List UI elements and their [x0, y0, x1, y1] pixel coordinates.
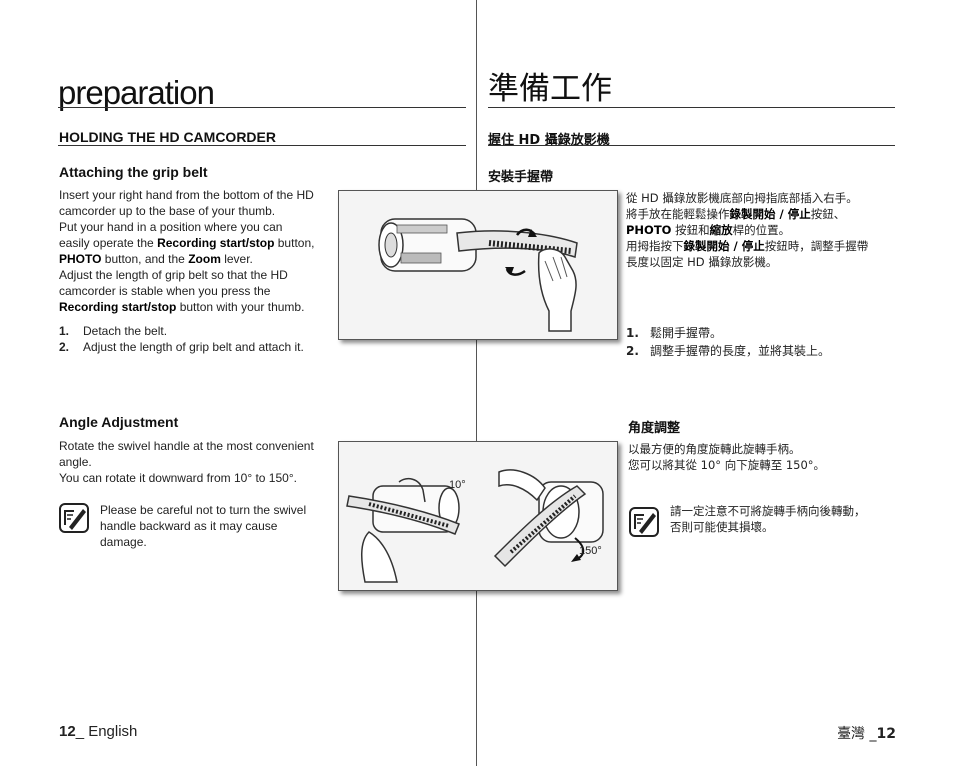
step-item: 1.鬆開手握帶。: [626, 326, 723, 340]
note-line: 否則可能使其損壞。: [670, 520, 774, 534]
grip-belt-illustration: [338, 190, 618, 340]
angle-heading-right: 角度調整: [628, 421, 681, 436]
angle-instructions-left: Rotate the swivel handle at the most con…: [59, 438, 334, 486]
grip-line: easily operate the Recording start/stop …: [59, 236, 315, 250]
angle-heading-left: Angle Adjustment: [59, 414, 179, 430]
page-number: 12: [876, 726, 896, 742]
grip-line: 將手放在能輕鬆操作錄製開始 / 停止按鈕、: [626, 207, 846, 221]
grip-line: Recording start/stop button with your th…: [59, 300, 305, 314]
step-item: 2.Adjust the length of grip belt and att…: [59, 340, 304, 354]
grip-heading-left: Attaching the grip belt: [59, 164, 208, 180]
angle-label-10: 10°: [449, 479, 466, 491]
page-title-left: preparation: [58, 74, 215, 111]
title-rule-left: [58, 107, 466, 108]
grip-line: PHOTO 按鈕和縮放桿的位置。: [626, 223, 791, 237]
grip-line: Put your hand in a position where you ca…: [59, 220, 283, 234]
grip-line: 長度以固定 HD 攝錄放影機。: [626, 255, 778, 269]
grip-belt-drawing: [378, 218, 578, 332]
note-line: 請一定注意不可將旋轉手柄向後轉動，: [670, 504, 866, 518]
angle-adjustment-illustration: 10° 150°: [338, 441, 618, 591]
page-number: 12: [59, 723, 76, 740]
step-item: 1.Detach the belt.: [59, 324, 168, 338]
note-icon: [59, 503, 89, 533]
grip-line: Adjust the length of grip belt so that t…: [59, 268, 288, 282]
grip-line: camcorder up to the base of your thumb.: [59, 204, 276, 218]
caution-note-right: 請一定注意不可將旋轉手柄向後轉動， 否則可能使其損壞。: [670, 503, 895, 535]
note-line: handle backward as it may cause: [100, 519, 278, 533]
grip-line: 用拇指按下錄製開始 / 停止按鈕時，調整手握帶: [626, 239, 869, 253]
grip-line: Insert your right hand from the bottom o…: [59, 188, 314, 202]
section-rule-right: [488, 145, 895, 146]
angle-instructions-right: 以最方便的角度旋轉此旋轉手柄。 您可以將其從 10° 向下旋轉至 150°。: [628, 441, 893, 473]
section-heading-left: HOLDING THE HD CAMCORDER: [59, 129, 276, 145]
note-line: damage.: [100, 535, 147, 549]
page-divider: [476, 0, 477, 766]
page-title-right: 準備工作: [488, 71, 612, 107]
grip-line: camcorder is stable when you press the: [59, 284, 271, 298]
angle-line: 以最方便的角度旋轉此旋轉手柄。: [628, 442, 801, 456]
note-icon: [629, 507, 659, 537]
caution-note-left: Please be careful not to turn the swivel…: [100, 502, 330, 550]
angle-adjustment-drawing: 10° 150°: [346, 469, 604, 583]
grip-line: 從 HD 攝錄放影機底部向拇指底部插入右手。: [626, 191, 858, 205]
page-footer-right: 臺灣 _12: [837, 726, 896, 742]
angle-line: angle.: [59, 455, 92, 469]
page-footer-left: 12_ English: [59, 723, 138, 740]
angle-line: You can rotate it downward from 10° to 1…: [59, 471, 297, 485]
title-rule-right: [488, 107, 895, 108]
grip-instructions-left: Insert your right hand from the bottom o…: [59, 187, 334, 315]
grip-instructions-right: 從 HD 攝錄放影機底部向拇指底部插入右手。 將手放在能輕鬆操作錄製開始 / 停…: [626, 190, 896, 270]
section-heading-right: 握住 HD 攝錄放影機: [488, 133, 610, 148]
angle-label-150: 150°: [579, 545, 602, 557]
grip-line: PHOTO button, and the Zoom lever.: [59, 252, 253, 266]
angle-line: Rotate the swivel handle at the most con…: [59, 439, 314, 453]
note-line: Please be careful not to turn the swivel: [100, 503, 307, 517]
grip-heading-right: 安裝手握帶: [488, 170, 554, 185]
step-item: 2.調整手握帶的長度，並將其裝上。: [626, 344, 831, 358]
section-rule-left: [58, 145, 466, 146]
angle-line: 您可以將其從 10° 向下旋轉至 150°。: [628, 458, 826, 472]
